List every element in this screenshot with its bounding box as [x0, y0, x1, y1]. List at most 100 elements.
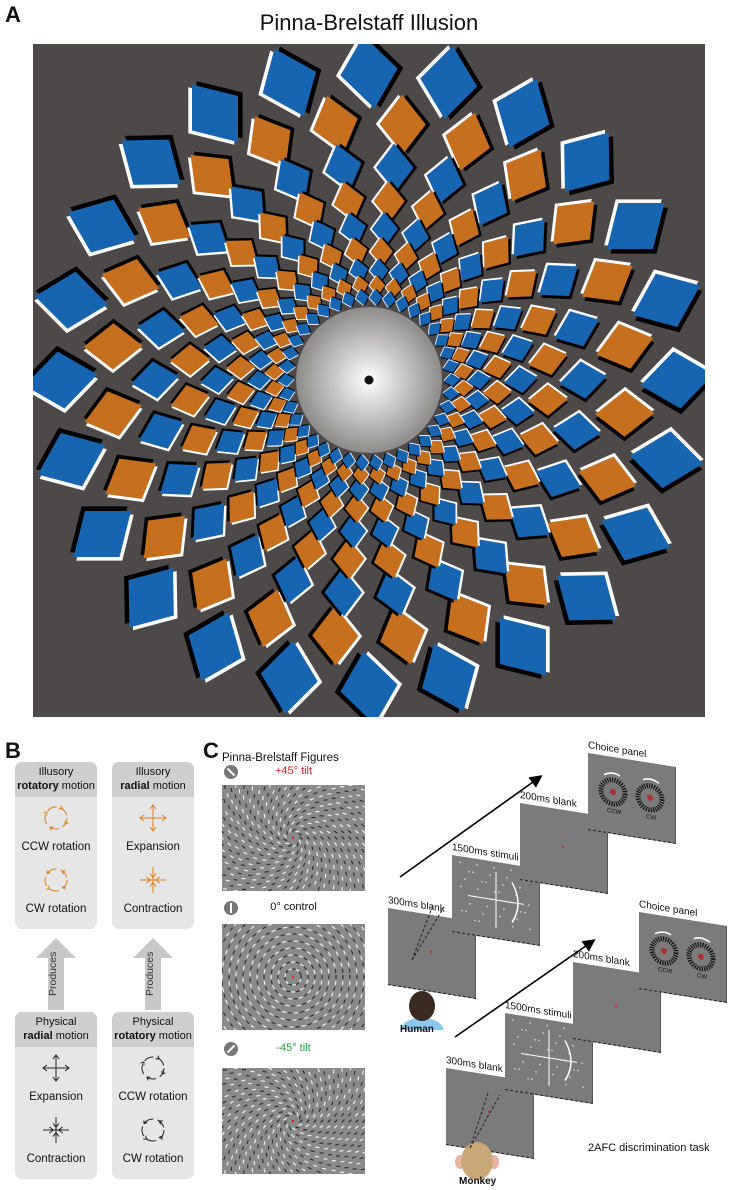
illusion-square — [320, 568, 365, 617]
gaze-line — [469, 1092, 501, 1149]
illusion-ring — [23, 34, 715, 726]
panel-a-label: A — [5, 2, 21, 27]
illusion-square — [203, 396, 237, 427]
illusion-square — [395, 448, 409, 464]
motion-item: CW rotation — [15, 859, 97, 921]
illusion-square — [297, 253, 320, 279]
illusion-square — [401, 508, 430, 541]
illusion-square — [417, 435, 433, 448]
illusion-ring — [200, 211, 538, 549]
illusion-square — [305, 312, 321, 325]
illusion-square — [280, 233, 306, 263]
illusion-square — [451, 347, 471, 365]
illusion-square — [330, 538, 367, 579]
illusion-square — [275, 466, 299, 494]
illusion-square — [502, 147, 550, 204]
motion-item-label: CW rotation — [122, 1153, 184, 1165]
illusion-square — [199, 460, 234, 491]
illusion-square — [465, 349, 490, 371]
illusion-square — [282, 426, 300, 443]
illusion-square — [446, 332, 465, 348]
illusion-square — [434, 334, 450, 347]
illusion-square — [371, 181, 408, 222]
illusion-square — [430, 231, 460, 266]
box-header-line1: Illusory — [135, 766, 171, 778]
illusion-square — [338, 211, 369, 246]
illusion-square — [475, 456, 508, 484]
illusion-ring — [226, 237, 512, 523]
illusion-square — [291, 529, 328, 571]
illusion-square — [254, 329, 279, 351]
illusion-square — [287, 333, 305, 348]
illusion-square — [340, 451, 357, 469]
illusion-square — [265, 428, 286, 447]
motion-item-label: Expansion — [29, 1091, 83, 1103]
illusion-square — [407, 302, 422, 319]
illusion-square — [180, 422, 218, 456]
motion-item: Expansion — [112, 797, 194, 859]
illusion-square — [511, 217, 548, 260]
illusion-square — [459, 409, 484, 431]
illusion-square — [226, 353, 256, 381]
illusion-square — [458, 251, 484, 283]
illusion-ring — [130, 143, 608, 617]
illusion-square — [136, 306, 186, 351]
illusion-square — [140, 512, 188, 562]
illusion-square — [136, 199, 193, 247]
illusion-square — [295, 322, 312, 336]
illusion-square — [255, 286, 283, 310]
illusion-square — [293, 191, 327, 229]
illusion-square — [335, 34, 404, 109]
illusion-square — [213, 303, 248, 333]
illusion-square — [230, 276, 263, 304]
box-header-bold: rotatory — [114, 1030, 156, 1042]
illusion-square — [433, 412, 451, 427]
illusion-square — [443, 591, 492, 646]
illusion-square — [368, 494, 395, 523]
illusion-square — [186, 219, 232, 256]
illusion-square — [258, 210, 289, 245]
illusion-square — [240, 306, 270, 332]
illusion-square — [504, 364, 538, 396]
illusion-square — [137, 410, 185, 452]
box-header-bold: radial — [23, 1030, 53, 1042]
contraction-icon — [140, 867, 166, 893]
illusion-square — [343, 237, 370, 266]
illusion-square — [537, 262, 580, 300]
illusion-ring — [170, 181, 568, 579]
illusion-square — [178, 302, 220, 339]
illusion-square — [478, 493, 514, 523]
choice-icons — [649, 931, 716, 972]
illusion-square — [124, 564, 178, 631]
illusion-title: Pinna-Brelstaff Illusion — [259, 10, 479, 35]
illusion-square — [419, 311, 432, 327]
illusion-square — [438, 317, 456, 334]
illusion-square — [534, 459, 583, 501]
motion-item-label: Expansion — [126, 841, 180, 853]
illusion-square — [337, 514, 369, 548]
produces-arrow: Produces — [133, 938, 173, 1010]
panel-b-label: B — [5, 738, 21, 763]
illusion-square — [465, 389, 490, 412]
illusion-square — [495, 615, 550, 679]
illusion-square — [231, 405, 260, 430]
illusion-square — [429, 303, 444, 322]
illusion-square — [83, 318, 143, 374]
illusion-square — [292, 456, 313, 480]
motion-item-label: CCW rotation — [21, 841, 91, 853]
motion-item: Expansion — [15, 1047, 97, 1109]
illusion-square — [520, 304, 558, 338]
illusion-square — [342, 493, 370, 523]
illusion-square — [118, 135, 185, 189]
stimulus-icon — [512, 1019, 584, 1089]
ccw-rotation-icon — [43, 805, 69, 831]
illusion-square — [263, 311, 288, 332]
illusion-square — [188, 556, 236, 613]
illusion-square — [354, 454, 370, 472]
illusion-square — [604, 199, 668, 254]
illusion-square — [242, 429, 268, 452]
illusion-square — [214, 428, 246, 455]
